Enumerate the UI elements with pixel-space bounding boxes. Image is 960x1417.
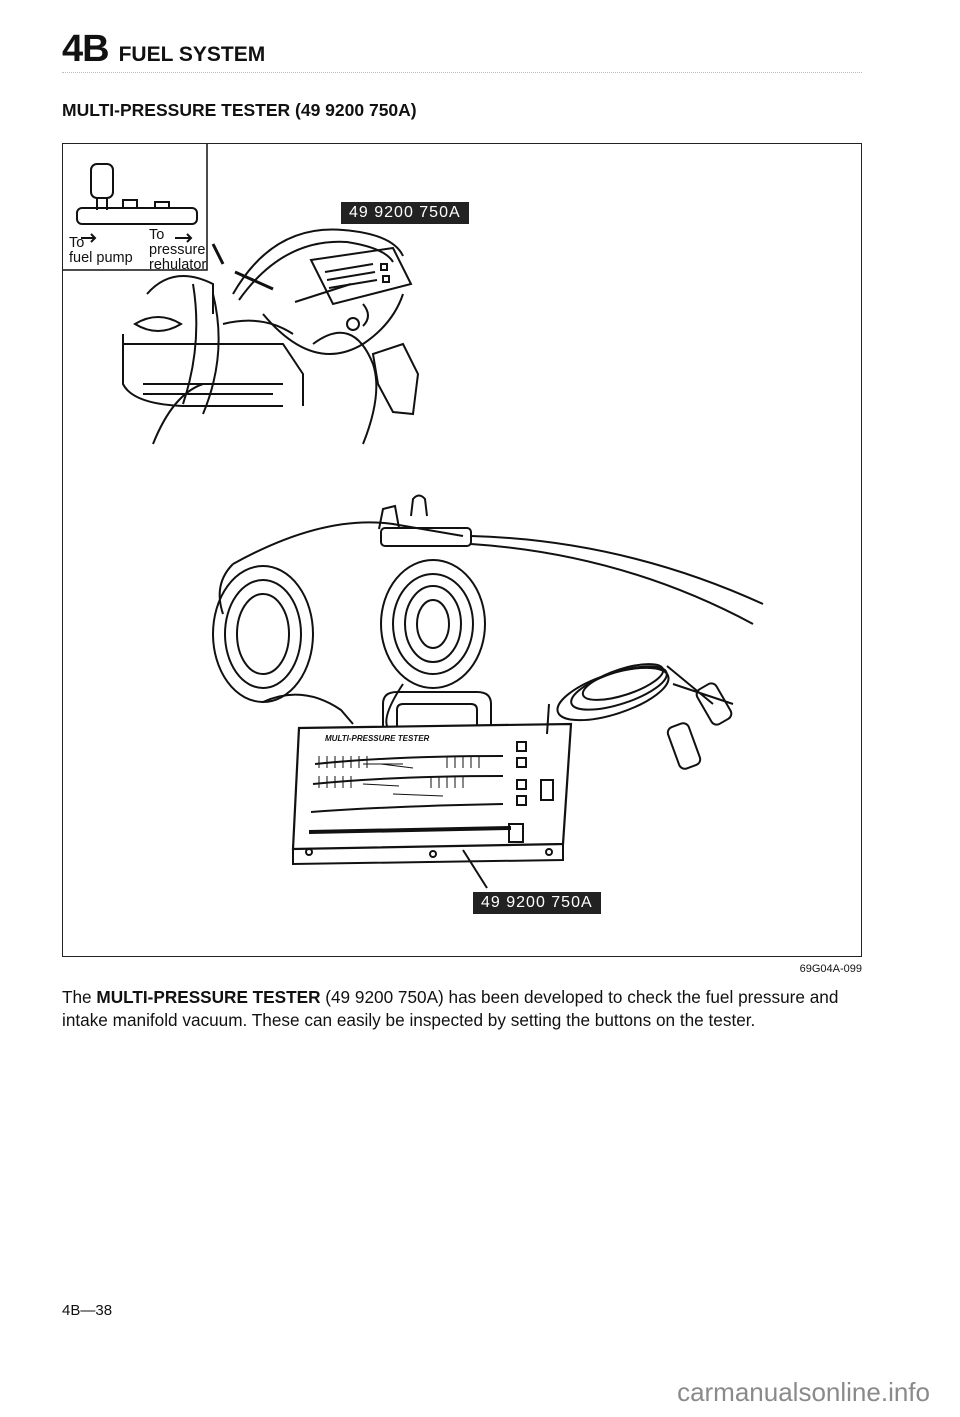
section-title: FUEL SYSTEM — [118, 43, 266, 66]
body-suffix: (49 9200 750A) has been developed to che… — [62, 987, 839, 1030]
label-to-fuel-pump: To fuel pump — [69, 236, 133, 266]
tester-figure: To fuel pump To pressure rehulator 49 92… — [62, 143, 862, 957]
tester-panel-title: MULTI-PRESSURE TESTER — [325, 734, 430, 743]
label-to-pressure-regulator-text: To pressure rehulator — [149, 227, 207, 273]
body-prefix: The — [62, 987, 97, 1007]
site-watermark: carmanualsonline.info — [677, 1377, 930, 1407]
tester-illustration — [63, 144, 764, 889]
body-paragraph: The MULTI-PRESSURE TESTER (49 9200 750A)… — [62, 986, 867, 1032]
figure-code: 69G04A-099 — [799, 963, 862, 975]
section-header: 4B FUEL SYSTEM — [62, 28, 265, 71]
label-to-fuel-pump-text: To fuel pump — [69, 235, 133, 266]
section-number: 4B — [62, 28, 110, 70]
label-to-pressure-regulator: To pressure rehulator — [149, 228, 206, 273]
body-bold-term: MULTI-PRESSURE TESTER — [96, 987, 321, 1007]
page-number: 4B—38 — [62, 1302, 113, 1319]
part-number-tag-top: 49 9200 750A — [341, 202, 469, 224]
header-rule — [62, 72, 862, 74]
part-number-tag-bottom: 49 9200 750A — [473, 892, 601, 914]
subheading: MULTI-PRESSURE TESTER (49 9200 750A) — [62, 100, 417, 120]
